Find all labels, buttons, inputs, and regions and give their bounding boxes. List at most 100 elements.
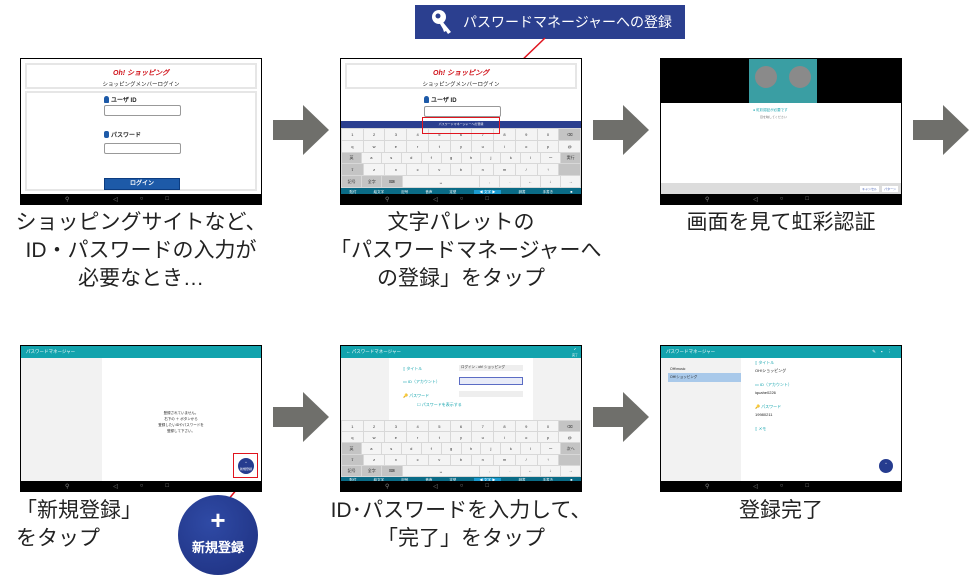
key[interactable]: @ (559, 432, 581, 443)
key[interactable]: 4 (407, 421, 428, 432)
key[interactable]: 8 (494, 129, 515, 140)
toolbar-item[interactable]: ◀ 文字 ▶ (473, 189, 502, 195)
back-icon[interactable]: ◁ (113, 196, 118, 203)
toolbar-item[interactable]: ◀ 文字 ▶ (473, 477, 502, 483)
key[interactable]: r (407, 432, 428, 443)
key[interactable]: c (407, 454, 428, 465)
list-item-selected[interactable]: OH!ショッピング (668, 373, 741, 382)
key[interactable]: a (361, 152, 381, 164)
key[interactable]: ← (520, 465, 540, 477)
key[interactable]: y (450, 140, 472, 152)
back-icon[interactable]: ◁ (113, 483, 118, 490)
search-icon[interactable]: ⚲ (385, 483, 390, 490)
key[interactable]: 4 (407, 129, 428, 140)
key[interactable]: 0 (537, 421, 559, 432)
key[interactable]: s (381, 443, 401, 454)
key[interactable]: n (472, 164, 494, 176)
key[interactable]: ↑ (537, 164, 559, 176)
key[interactable]: 1 (342, 129, 363, 140)
key[interactable]: t (428, 140, 450, 152)
user-id-input[interactable] (104, 105, 181, 116)
key[interactable]: / (515, 164, 537, 176)
toolbar-item[interactable]: 音声 (425, 477, 433, 482)
home-icon[interactable]: ○ (139, 196, 144, 202)
key[interactable]: , (480, 176, 500, 187)
toolbar-item[interactable]: 絵文字 (373, 477, 385, 482)
key[interactable]: m (494, 454, 515, 465)
password-manager-register-bar[interactable]: パスワードマネージャーへの登録 (341, 121, 581, 128)
key[interactable]: u (472, 432, 494, 443)
recent-icon[interactable]: □ (485, 196, 489, 202)
key[interactable]: k (501, 443, 521, 454)
key[interactable]: o (515, 432, 537, 443)
back-icon[interactable]: ◁ (753, 483, 758, 490)
back-icon[interactable]: ◁ (433, 196, 438, 203)
key[interactable]: t (428, 432, 450, 443)
recent-icon[interactable]: □ (805, 196, 809, 202)
key[interactable]: ⌨ (382, 176, 402, 187)
search-icon[interactable]: ⚲ (65, 483, 70, 490)
recent-icon[interactable]: □ (165, 196, 169, 202)
new-register-fab[interactable]: +新規登録 (238, 458, 254, 474)
key[interactable]: . (500, 176, 520, 187)
key[interactable]: n (472, 454, 494, 465)
key[interactable]: → (560, 176, 581, 187)
key[interactable] (559, 454, 581, 465)
key[interactable]: ⇧ (342, 164, 363, 176)
key[interactable]: s (381, 152, 401, 164)
key[interactable]: 5 (428, 421, 450, 432)
search-icon[interactable]: ⚲ (705, 196, 710, 203)
search-icon[interactable]: ⚲ (385, 196, 390, 203)
search-icon[interactable]: ⚲ (705, 483, 710, 490)
home-icon[interactable]: ○ (139, 483, 144, 489)
toolbar-item[interactable]: ■ (570, 478, 573, 482)
key[interactable]: i (494, 140, 515, 152)
key[interactable]: w (363, 140, 385, 152)
home-icon[interactable]: ○ (779, 196, 784, 202)
key[interactable]: 7 (472, 129, 494, 140)
key[interactable]: d (401, 443, 421, 454)
id-input[interactable] (459, 377, 523, 385)
key[interactable]: u (472, 140, 494, 152)
recent-icon[interactable]: □ (485, 483, 489, 489)
toolbar-item[interactable]: 貼付 (349, 189, 357, 194)
key[interactable]: 2 (363, 129, 385, 140)
recent-icon[interactable]: □ (805, 483, 809, 489)
key[interactable]: q (342, 432, 363, 443)
toolbar-item[interactable]: 記号 (401, 477, 409, 482)
password-input[interactable] (459, 391, 523, 397)
key[interactable]: k (501, 152, 521, 164)
delete-icon[interactable]: ▪ (880, 349, 888, 354)
cancel-button[interactable]: キャンセル (859, 186, 879, 192)
key[interactable]: y (450, 432, 472, 443)
key[interactable]: . (500, 465, 520, 477)
home-icon[interactable]: ○ (779, 483, 784, 489)
toolbar-item[interactable]: 記号 (401, 189, 409, 194)
key[interactable]: 次へ (561, 443, 581, 454)
key[interactable]: b (450, 164, 472, 176)
toolbar-item[interactable]: 音声 (425, 189, 433, 194)
key[interactable]: e (385, 140, 407, 152)
home-icon[interactable]: ○ (459, 483, 464, 489)
key[interactable]: z (363, 164, 385, 176)
key[interactable]: m (494, 164, 515, 176)
login-button[interactable]: ログイン (104, 178, 180, 190)
key[interactable]: / (515, 454, 537, 465)
pattern-button[interactable]: パターン (882, 186, 898, 192)
toolbar-item[interactable]: 手書き (542, 477, 554, 482)
key[interactable]: ⌫ (559, 129, 581, 140)
key[interactable]: 全字 (362, 465, 382, 477)
key[interactable]: 記号 (342, 176, 362, 187)
key[interactable]: 記号 (342, 465, 362, 477)
toolbar-item[interactable]: 定型 (449, 189, 457, 194)
key[interactable]: h (461, 152, 481, 164)
key[interactable]: 0 (537, 129, 559, 140)
key[interactable]: ↓ (540, 176, 560, 187)
key[interactable]: j (481, 443, 501, 454)
edit-icon[interactable]: ✎ (872, 349, 881, 354)
key[interactable]: r (407, 140, 428, 152)
key[interactable]: ← (520, 176, 540, 187)
key[interactable]: v (428, 164, 450, 176)
key[interactable]: g (441, 152, 461, 164)
key[interactable]: 5 (428, 129, 450, 140)
